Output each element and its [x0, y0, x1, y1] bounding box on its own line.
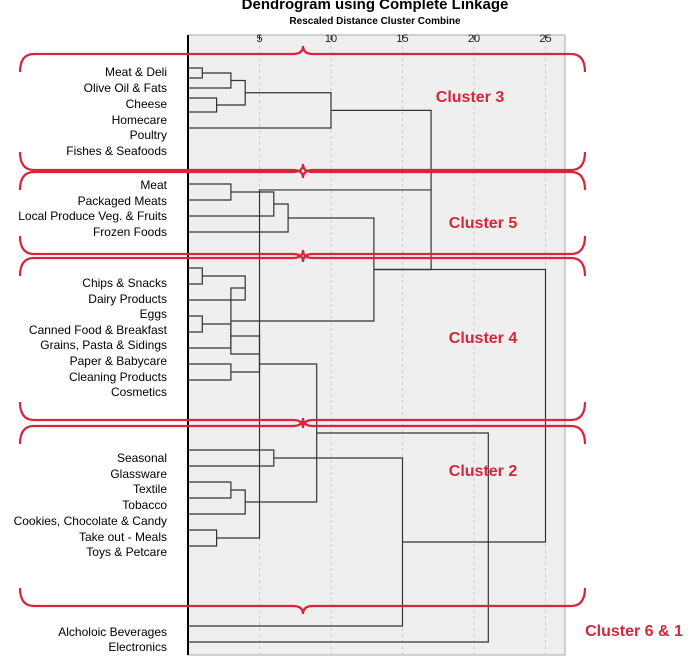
- chart-title: Dendrogram using Complete Linkage: [241, 0, 509, 13]
- cluster-brace: [18, 249, 587, 277]
- cluster-braces: [18, 45, 587, 615]
- cluster-brace: [18, 587, 587, 615]
- leaf-label: Paper & Babycare: [70, 354, 168, 368]
- tree-link: [373, 268, 547, 543]
- leaf-label: Packaged Meats: [78, 194, 167, 208]
- cluster-label: Cluster 6 & 1: [585, 623, 683, 640]
- axis-tick-label: 10: [325, 33, 337, 45]
- leaf-label: Eggs: [140, 307, 167, 321]
- cluster-label: Cluster 5: [449, 215, 518, 232]
- leaf-label: Meat & Deli: [105, 65, 167, 79]
- leaf-label: Textile: [133, 482, 167, 496]
- leaf-label: Toys & Petcare: [86, 545, 167, 559]
- cluster-brace: [18, 45, 587, 73]
- leaf-label: Take out - Meals: [79, 530, 167, 544]
- leaf-label: Grains, Pasta & Sidings: [40, 338, 167, 352]
- axis-tick-label: 25: [539, 33, 551, 45]
- cluster-label: Cluster 4: [449, 330, 518, 347]
- axis-tick-label: 15: [396, 33, 408, 45]
- leaf-label: Alcholoic Beverages: [58, 625, 167, 639]
- leaf-label: Fishes & Seafoods: [66, 144, 167, 158]
- leaf-label: Chips & Snacks: [82, 276, 167, 290]
- leaf-label: Meat: [140, 178, 167, 192]
- leaf-label: Seasonal: [117, 451, 167, 465]
- leaf-label: Frozen Foods: [93, 225, 167, 239]
- leaf-label: Olive Oil & Fats: [84, 81, 167, 95]
- cluster-brace: [18, 401, 587, 429]
- leaf-label: Cookies, Chocolate & Candy: [14, 514, 167, 528]
- leaf-label: Tobacco: [122, 498, 167, 512]
- leaf-label: Cheese: [126, 97, 168, 111]
- leaf-label: Glassware: [110, 467, 167, 481]
- leaf-label: Dairy Products: [88, 292, 167, 306]
- chart-subtitle: Rescaled Distance Cluster Combine: [289, 16, 461, 27]
- cluster-labels: Cluster 3 Cluster 5 Cluster 4 Cluster 2 Clus…: [436, 89, 683, 640]
- leaf-label: Electronics: [108, 640, 167, 654]
- leaf-label: Homecare: [112, 113, 168, 127]
- cluster-brace: [18, 163, 587, 191]
- leaf-label: Cosmetics: [111, 385, 167, 399]
- axis-ticks: 5 10 15 20 25: [256, 33, 551, 45]
- cluster-brace: [18, 417, 587, 445]
- cluster-label: Cluster 2: [449, 463, 518, 480]
- axis-tick-label: 5: [256, 33, 262, 45]
- leaf-label: Local Produce Veg. & Fruits: [18, 209, 167, 223]
- cluster-brace: [18, 151, 587, 179]
- leaf-label: Poultry: [130, 128, 167, 142]
- tree-links: [188, 67, 547, 643]
- leaf-label: Cleaning Products: [69, 370, 167, 384]
- tree-link: [188, 432, 489, 643]
- leaf-label: Canned Food & Breakfast: [29, 323, 168, 337]
- cluster-label: Cluster 3: [436, 89, 505, 106]
- cluster-brace: [18, 235, 587, 263]
- axis-tick-label: 20: [468, 33, 480, 45]
